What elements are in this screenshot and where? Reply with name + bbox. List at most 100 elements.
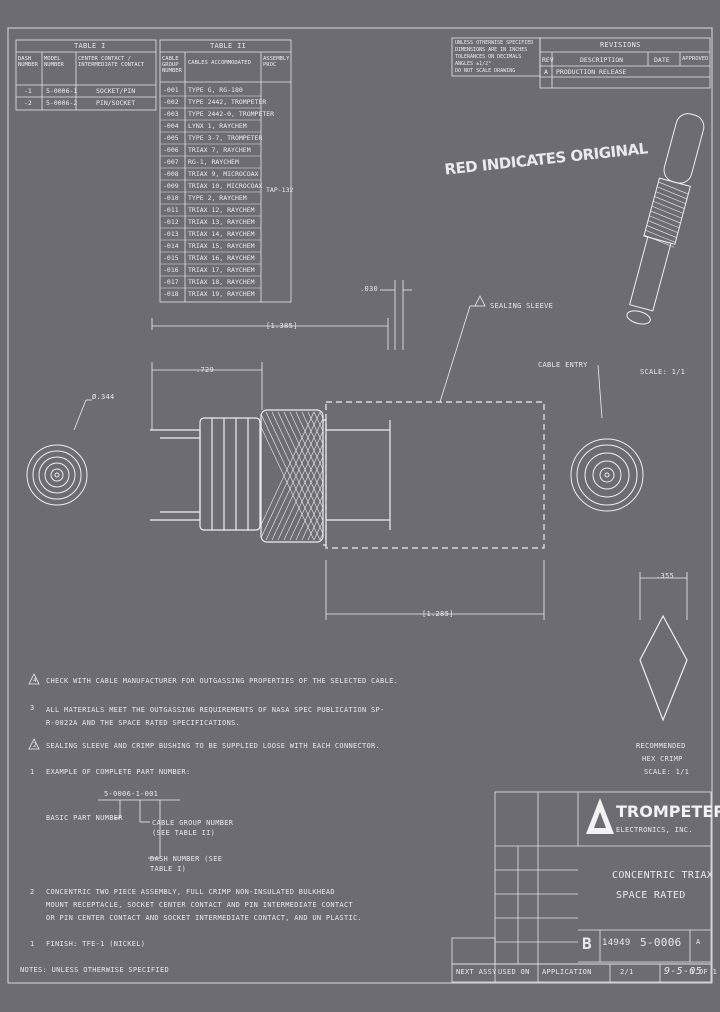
note-number: 4 bbox=[33, 677, 37, 684]
rev-row-rev: A bbox=[544, 68, 548, 76]
callout-hex-crimp: HEX CRIMP bbox=[642, 755, 683, 763]
drawing-sheet: 1 OF 1 bbox=[690, 968, 718, 976]
next-assy-label: NEXT ASSY bbox=[456, 968, 497, 976]
table-i-cell: SOCKET/PIN bbox=[96, 87, 136, 95]
table-ii-cell: TYPE G, RG-180 bbox=[188, 86, 243, 94]
header-note-line: DO NOT SCALE DRAWING bbox=[455, 68, 516, 74]
note1-finish: FINISH: TFE-1 (NICKEL) bbox=[46, 940, 146, 948]
knurl-line bbox=[295, 481, 323, 541]
table-ii-cell: TYPE 3-7, TROMPETER bbox=[188, 134, 263, 142]
table-ii-header-cables: CABLES ACCOMMODATED bbox=[188, 60, 251, 66]
drawing-title-line1: CONCENTRIC TRIAX bbox=[612, 870, 714, 881]
table-ii-cell: -014 bbox=[163, 242, 179, 250]
header-note-line: TOLERANCES ON DECIMALS bbox=[455, 54, 522, 60]
table-ii-cell: TYPE 2442, TROMPETER bbox=[188, 98, 267, 106]
dim-344: Ø.344 bbox=[92, 393, 115, 401]
table-i-header-contact: CENTER CONTACT / INTERMEDIATE CONTACT bbox=[78, 56, 145, 68]
table-i-grid bbox=[15, 39, 157, 111]
note-number-1: 1 bbox=[30, 940, 35, 948]
drawing-title-line2: SPACE RATED bbox=[616, 890, 686, 901]
iso-knurl-line bbox=[645, 229, 676, 243]
note2-line: MOUNT RECEPTACLE, SOCKET CENTER CONTACT … bbox=[46, 901, 353, 909]
table-ii-cell: RG-1, RAYCHEM bbox=[188, 158, 239, 166]
front-view-left bbox=[26, 444, 88, 506]
table-ii-cell: -013 bbox=[163, 230, 179, 238]
table-ii-cell: -012 bbox=[163, 218, 179, 226]
table-ii-title: TABLE II bbox=[210, 42, 247, 50]
knurl-line bbox=[301, 494, 323, 541]
header-note-line: UNLESS OTHERWISE SPECIFIED bbox=[455, 40, 534, 46]
table-ii-cell: -005 bbox=[163, 134, 179, 142]
note-2: SEALING SLEEVE AND CRIMP BUSHING TO BE S… bbox=[46, 742, 381, 750]
part-label-dash: DASH NUMBER (SEE TABLE I) bbox=[150, 855, 223, 873]
note-number: 3 bbox=[30, 704, 35, 712]
table-ii-cell: -009 bbox=[163, 182, 179, 190]
note-1: EXAMPLE OF COMPLETE PART NUMBER: bbox=[46, 768, 191, 776]
knurl-line bbox=[326, 412, 386, 540]
note-flags bbox=[28, 295, 486, 750]
hex-crimp-shape bbox=[639, 614, 688, 722]
table-ii-cell: TRIAX 19, RAYCHEM bbox=[188, 290, 255, 298]
note-number: 1 bbox=[30, 768, 35, 776]
table-ii-cell: -016 bbox=[163, 266, 179, 274]
table-ii-cell: TRIAX 12, RAYCHEM bbox=[188, 206, 255, 214]
part-number-brackets bbox=[98, 799, 180, 859]
drawing-scale: 2/1 bbox=[620, 968, 634, 976]
note-3: ALL MATERIALS MEET THE OUTGASSING REQUIR… bbox=[46, 706, 385, 727]
dim-729: .729 bbox=[196, 366, 215, 374]
table-ii-cell: TYPE 2442-0, TROMPETER bbox=[188, 110, 275, 118]
callout-hex-scale: SCALE: 1/1 bbox=[644, 768, 690, 776]
table-ii-cell: TRIAX 15, RAYCHEM bbox=[188, 242, 255, 250]
table-ii-cell: -002 bbox=[163, 98, 179, 106]
table-ii-cell: TYPE 2, RAYCHEM bbox=[188, 194, 247, 202]
part-label-group: CABLE GROUP NUMBER (SEE TABLE II) bbox=[152, 819, 234, 837]
table-ii-cell: -010 bbox=[163, 194, 179, 202]
rev-header-approved: APPROVED bbox=[682, 56, 709, 62]
table-ii-cell: -001 bbox=[163, 86, 179, 94]
sheet-border bbox=[7, 27, 713, 984]
drawing-number: 5-0006 bbox=[640, 936, 682, 949]
table-ii-cell: TRIAX 17, RAYCHEM bbox=[188, 266, 255, 274]
drawing-size: B bbox=[582, 934, 592, 953]
table-ii-cell: TRIAX 10, MICROCOAX bbox=[188, 182, 263, 190]
dimension-lines bbox=[73, 280, 688, 620]
knurl-line bbox=[307, 411, 323, 445]
table-ii-cell: -004 bbox=[163, 122, 179, 130]
iso-knurl-line bbox=[654, 196, 685, 209]
callout-cable-entry: CABLE ENTRY bbox=[538, 361, 588, 369]
table-i-cell: PIN/SOCKET bbox=[96, 99, 136, 107]
table-ii-grid bbox=[159, 39, 292, 303]
table-ii-cell: -006 bbox=[163, 146, 179, 154]
knurl-line bbox=[326, 412, 386, 540]
table-i-cell: 5-0006-2 bbox=[46, 99, 78, 107]
note-number: 2 bbox=[33, 742, 37, 749]
revisions-grid bbox=[451, 37, 711, 89]
table-ii-cell: -011 bbox=[163, 206, 179, 214]
header-note-line: DIMENSIONS ARE IN INCHES bbox=[455, 47, 528, 53]
dim-355: .355 bbox=[656, 572, 675, 580]
knurl-line bbox=[289, 468, 323, 541]
knurl-line bbox=[261, 411, 315, 526]
rev-header-date: DATE bbox=[654, 56, 670, 64]
iso-knurl-line bbox=[651, 205, 682, 219]
note-number-2: 2 bbox=[30, 888, 35, 896]
iso-knurl-line bbox=[646, 225, 677, 238]
table-ii-cell: -017 bbox=[163, 278, 179, 286]
knurl-line bbox=[271, 430, 323, 541]
knurl-line bbox=[319, 532, 323, 541]
table-ii-cell: TRIAX 14, RAYCHEM bbox=[188, 230, 255, 238]
iso-knurl-line bbox=[656, 186, 688, 200]
table-i-cell: -2 bbox=[24, 99, 32, 107]
isometric-view bbox=[626, 113, 705, 325]
table-ii-cell: TRIAX 18, RAYCHEM bbox=[188, 278, 255, 286]
rev-row-description: PRODUCTION RELEASE bbox=[556, 68, 627, 76]
note-4: CHECK WITH CABLE MANUFACTURER FOR OUTGAS… bbox=[46, 677, 399, 685]
application-label: APPLICATION bbox=[542, 968, 592, 976]
table-ii-cell: TRIAX 13, RAYCHEM bbox=[188, 218, 255, 226]
knurl-pattern bbox=[261, 411, 386, 541]
table-ii-cell: -007 bbox=[163, 158, 179, 166]
connector-side-view bbox=[150, 401, 545, 549]
part-example: 5-0006-1-001 bbox=[104, 790, 159, 798]
dim-1285: [1.285] bbox=[422, 610, 454, 618]
